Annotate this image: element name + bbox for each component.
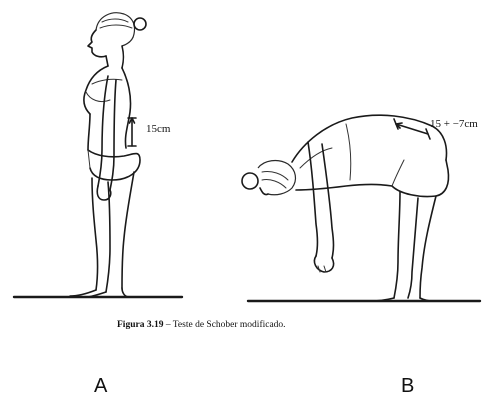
measurement-marker-a (128, 118, 136, 146)
standing-figure-a: 15cm (14, 13, 182, 297)
legs-a (70, 172, 134, 297)
arm-a (97, 76, 116, 200)
legs-b (372, 192, 436, 301)
caption-label: Figura 3.19 (117, 320, 164, 330)
bending-figure-b: 15 + −7cm (242, 115, 480, 301)
figure-caption: Figura 3.19 – Teste de Schober modificad… (117, 319, 286, 330)
arm-b (308, 142, 334, 272)
measurement-label-a: 15cm (146, 123, 171, 135)
head-b (242, 161, 295, 195)
caption-text: – Teste de Schober modificado. (163, 319, 285, 330)
panel-label-b: B (401, 375, 414, 397)
torso-b (292, 115, 449, 196)
measurement-marker-b (394, 119, 430, 139)
head-a (88, 13, 146, 68)
panel-label-a: A (94, 375, 108, 397)
measurement-label-b: 15 + −7cm (430, 118, 478, 130)
